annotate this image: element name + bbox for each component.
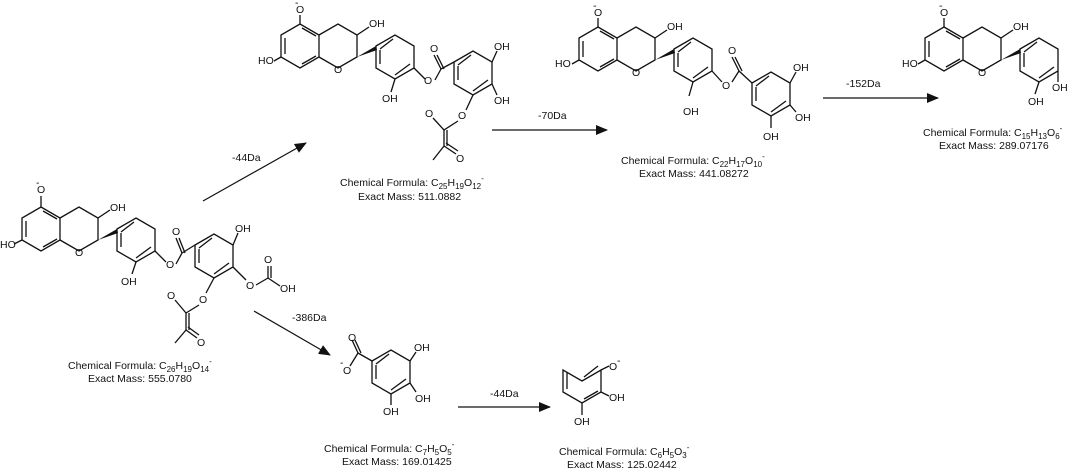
formula-label: Chemical Formula: C26H19O14- bbox=[68, 357, 212, 374]
arrow-label-loss-44: -44Da bbox=[232, 152, 261, 164]
formula-label: Chemical Formula: C25H19O12- bbox=[340, 174, 484, 191]
atom-label: OH bbox=[667, 21, 683, 33]
atom-label: HO bbox=[902, 58, 918, 70]
formula-label: Chemical Formula: C6H5O3- bbox=[559, 443, 690, 460]
atom-label: OH bbox=[763, 131, 779, 143]
atom-label: O bbox=[246, 280, 254, 292]
compound-511-structure bbox=[273, 15, 498, 161]
mass-label: Exact Mass: 289.07176 bbox=[939, 140, 1049, 152]
atom-label: O bbox=[75, 247, 83, 259]
atom-label: OH bbox=[574, 416, 590, 428]
atom-label: OH bbox=[609, 392, 625, 404]
formula-label: Chemical Formula: C15H13O6- bbox=[923, 124, 1063, 141]
atom-label: OH bbox=[382, 93, 398, 105]
atom-label: - bbox=[340, 357, 344, 369]
atom-label: O bbox=[296, 4, 304, 16]
atom-label: O bbox=[594, 7, 602, 19]
atom-label: O bbox=[424, 75, 432, 87]
atom-label: O bbox=[722, 80, 730, 92]
atom-label: OH bbox=[415, 393, 431, 405]
atom-label: O bbox=[197, 337, 205, 349]
atom-label: O bbox=[458, 110, 466, 122]
arrow-loss-386 bbox=[253, 310, 331, 356]
arrow-label-loss-152: -152Da bbox=[846, 78, 881, 90]
atom-label: O bbox=[425, 108, 433, 120]
atom-label: OH bbox=[494, 41, 510, 53]
atom-label: O bbox=[609, 361, 617, 373]
formula-label: Chemical Formula: C22H17O10- bbox=[621, 152, 765, 169]
atom-label: OH bbox=[235, 223, 251, 235]
atom-label: OH bbox=[121, 276, 137, 288]
arrow-label-loss-386: -386Da bbox=[292, 312, 327, 324]
compound-169-structure bbox=[349, 339, 417, 405]
atom-label: OH bbox=[414, 342, 430, 354]
formula-label: Chemical Formula: C7H5O5- bbox=[324, 440, 455, 457]
atom-label: O bbox=[430, 43, 438, 55]
atom-label: HO bbox=[0, 239, 16, 251]
mass-label: Exact Mass: 441.08272 bbox=[639, 168, 749, 180]
atom-label: - bbox=[617, 355, 621, 367]
compound-parent-structure bbox=[13, 196, 281, 344]
compound-289-structure bbox=[917, 18, 1059, 95]
atom-label: O bbox=[167, 290, 175, 302]
mass-label: Exact Mass: 555.0780 bbox=[88, 373, 192, 385]
atom-label: - bbox=[593, 0, 597, 12]
mass-label: Exact Mass: 125.02442 bbox=[567, 459, 677, 471]
atom-label: O bbox=[348, 332, 356, 344]
atom-label: HO bbox=[555, 58, 571, 70]
atom-label: OH bbox=[110, 202, 126, 214]
atom-label: O bbox=[166, 259, 174, 271]
atom-label: OH bbox=[683, 106, 699, 118]
compound-441-structure bbox=[571, 18, 797, 128]
atom-label: O bbox=[334, 64, 342, 76]
atom-label: - bbox=[36, 177, 40, 189]
atom-label: HO bbox=[258, 55, 274, 67]
mass-label: Exact Mass: 169.01425 bbox=[342, 456, 452, 468]
atom-label: O bbox=[456, 153, 464, 165]
atom-label: O bbox=[199, 294, 207, 306]
compound-info-labels: Chemical Formula: C26H19O14- Exact Mass:… bbox=[68, 124, 1063, 471]
arrow-label-loss-44-second: -44Da bbox=[490, 388, 519, 400]
atom-label: O bbox=[37, 184, 45, 196]
atom-label: OH bbox=[1052, 82, 1068, 94]
arrow-loss-44 bbox=[202, 142, 307, 202]
atom-label: O bbox=[172, 226, 180, 238]
atom-label: OH bbox=[793, 62, 809, 74]
atom-labels: O - OH HO O OH O O OH O O OH O O O O - O… bbox=[0, 0, 1068, 428]
atom-label: OH bbox=[1028, 96, 1044, 108]
atom-label: O bbox=[343, 365, 351, 377]
atom-label: O bbox=[264, 254, 272, 266]
atom-label: OH bbox=[280, 283, 296, 295]
atom-label: O bbox=[940, 7, 948, 19]
atom-label: OH bbox=[383, 406, 399, 418]
atom-label: OH bbox=[369, 18, 385, 30]
atom-label: - bbox=[295, 0, 299, 9]
atom-label: O bbox=[728, 45, 736, 57]
arrow-label-loss-70: -70Da bbox=[538, 110, 567, 122]
compound-125-structure bbox=[562, 365, 610, 415]
atom-label: O bbox=[978, 67, 986, 79]
atom-label: OH bbox=[1013, 21, 1029, 33]
atom-label: - bbox=[939, 0, 943, 12]
atom-label: O bbox=[632, 67, 640, 79]
atom-label: OH bbox=[494, 95, 510, 107]
mass-label: Exact Mass: 511.0882 bbox=[358, 191, 461, 203]
atom-label: OH bbox=[795, 112, 811, 124]
